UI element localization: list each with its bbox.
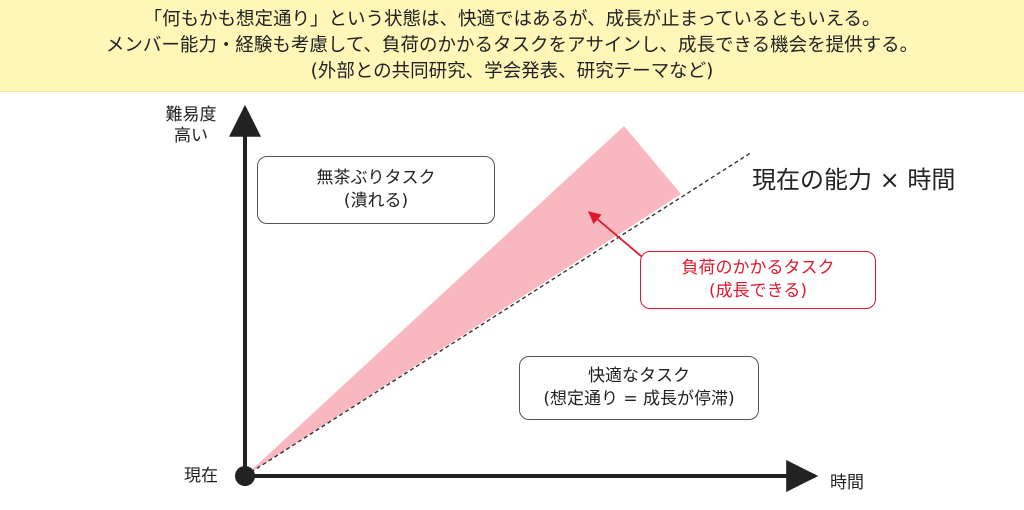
y-axis-label: 難易度 高い xyxy=(156,105,226,147)
comfort-task-title: 快適なタスク xyxy=(588,366,690,386)
stretch-pointer-arrow xyxy=(588,211,649,263)
reckless-task-title: 無茶ぶりタスク xyxy=(316,168,436,188)
comfort-task-note: (想定通り = 成長が停滞) xyxy=(543,389,735,409)
capability-line xyxy=(244,151,753,477)
stretch-task-box: 負荷のかかるタスク (成長できる) xyxy=(640,251,876,309)
reckless-task-box: 無茶ぶりタスク (潰れる) xyxy=(257,156,495,224)
comfort-task-box: 快適なタスク (想定通り = 成長が停滞) xyxy=(519,356,759,420)
stretch-task-title: 負荷のかかるタスク xyxy=(681,258,835,278)
origin-label: 現在 xyxy=(184,466,218,486)
capability-line-label: 現在の能力 × 時間 xyxy=(752,166,956,194)
stretch-task-note: (成長できる) xyxy=(709,281,807,301)
summary-banner: 「何もかも想定通り」という状態は、快適ではあるが、成長が止まっているともいえる。… xyxy=(0,0,1024,92)
banner-line-3: (外部との共同研究、学会発表、研究テーマなど) xyxy=(310,60,714,82)
banner-line-2: メンバー能力・経験も考慮して、負荷のかかるタスクをアサインし、成長できる機会を提… xyxy=(105,34,919,56)
stretch-zone xyxy=(245,126,681,476)
banner-line-1: 「何もかも想定通り」という状態は、快適ではあるが、成長が止まっているともいえる。 xyxy=(143,8,881,30)
origin-dot xyxy=(235,466,255,486)
y-axis-label-line1: 難易度 xyxy=(165,105,217,125)
x-axis-label: 時間 xyxy=(830,473,864,493)
reckless-task-note: (潰れる) xyxy=(343,191,409,211)
y-axis-label-line2: 高い xyxy=(174,126,208,146)
